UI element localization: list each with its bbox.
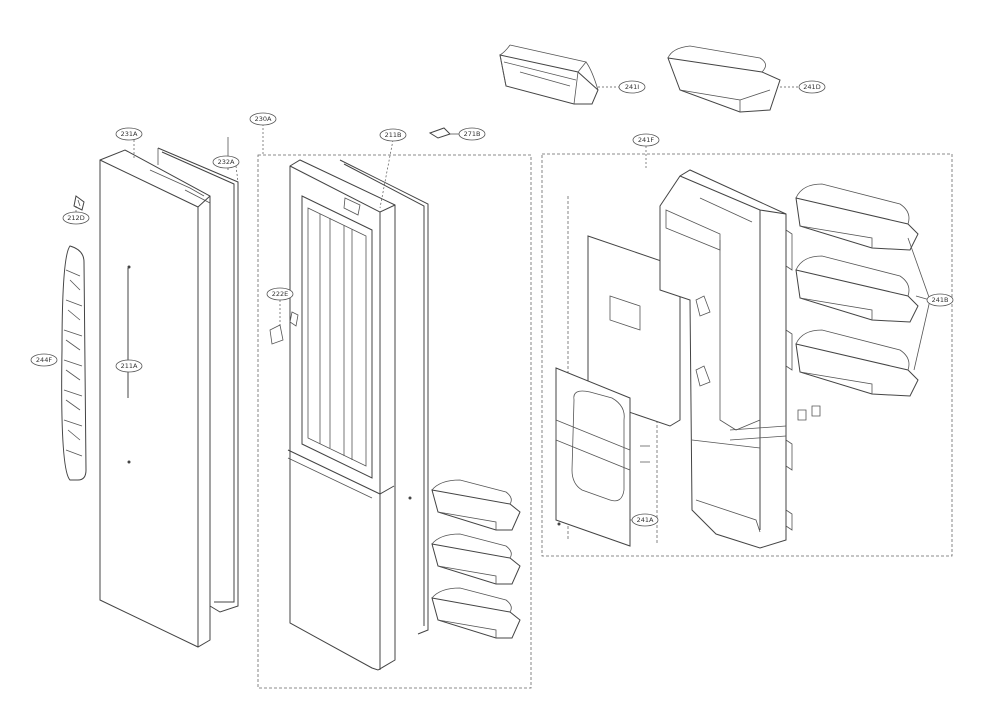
svg-text:241D: 241D: [803, 83, 820, 91]
callout-211a: 211A: [115, 359, 143, 373]
svg-text:241A: 241A: [637, 516, 654, 524]
door-liner: [640, 169, 793, 549]
callout-222e: 222E: [266, 287, 294, 301]
right-bin-3: [795, 329, 919, 397]
door-handle: [61, 245, 87, 481]
callout-241a: 241A: [631, 513, 659, 527]
callout-241b: 241B: [926, 293, 954, 307]
svg-text:271B: 271B: [464, 130, 481, 138]
svg-text:244F: 244F: [36, 356, 52, 364]
right-bin-2: [795, 255, 919, 323]
svg-text:241I: 241I: [625, 83, 639, 91]
svg-text:230A: 230A: [255, 115, 272, 123]
middle-group-box: [257, 154, 532, 689]
top-door-bin-1: [499, 44, 599, 105]
callout-230a: 230A: [249, 112, 277, 126]
svg-text:232A: 232A: [218, 158, 235, 166]
callout-241i: 241I: [618, 80, 646, 94]
svg-text:211B: 211B: [385, 131, 402, 139]
svg-text:212D: 212D: [67, 214, 84, 222]
callout-244f: 244F: [30, 353, 58, 367]
middle-bin-3: [431, 587, 521, 639]
svg-text:211A: 211A: [121, 362, 138, 370]
callout-231a: 231A: [115, 127, 143, 141]
small-clips: [797, 405, 821, 421]
hinge-271b: [428, 127, 460, 139]
middle-door-gasket: [339, 159, 429, 635]
left-door-gasket: [157, 147, 239, 613]
svg-text:241B: 241B: [932, 296, 949, 304]
bracket-222e: [269, 311, 299, 345]
svg-text:231A: 231A: [121, 130, 138, 138]
handle-bracket: [73, 195, 85, 211]
middle-bin-1: [431, 479, 521, 531]
middle-bin-2: [431, 533, 521, 585]
callout-271b: 271B: [458, 127, 486, 141]
right-group-box: [541, 153, 953, 557]
svg-text:241F: 241F: [638, 136, 654, 144]
middle-door-frame: [287, 159, 412, 671]
callout-212d: 212D: [62, 211, 90, 225]
callout-241f: 241F: [632, 133, 660, 147]
callout-232a: 232A: [212, 155, 240, 169]
right-bin-1: [795, 183, 919, 251]
callout-241d: 241D: [798, 80, 826, 94]
svg-text:222E: 222E: [272, 290, 289, 298]
dispenser-front-panel: [555, 367, 631, 547]
left-door-panel: [99, 149, 211, 648]
top-door-bin-2: [667, 45, 781, 113]
callout-211b: 211B: [379, 128, 407, 142]
